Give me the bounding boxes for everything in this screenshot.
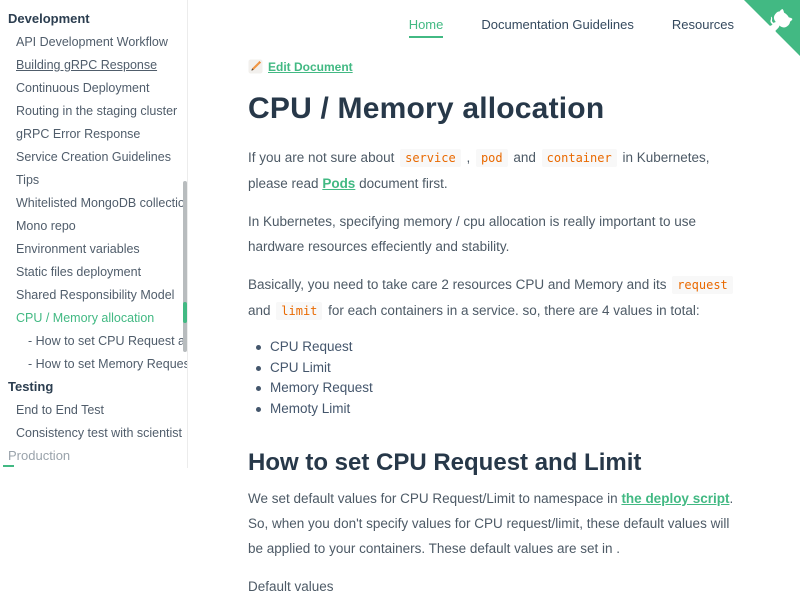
sidebar-item[interactable]: Whitelisted MongoDB collections — [0, 191, 187, 214]
github-corner-link[interactable] — [744, 0, 800, 56]
inline-code: service — [400, 149, 461, 167]
sidebar-item[interactable]: Consistency test with scientist — [0, 421, 187, 444]
inline-code: pod — [476, 149, 508, 167]
pencil-icon — [248, 59, 263, 74]
sidebar-item[interactable]: - How to set CPU Request and Limit — [0, 329, 187, 352]
sidebar-item[interactable]: Routing in the staging cluster — [0, 99, 187, 122]
sidebar-item[interactable]: CPU / Memory allocation — [0, 306, 187, 329]
sidebar-item[interactable]: - How to set Memory Request and Limit — [0, 352, 187, 375]
list-item: Memoty Limit — [256, 399, 740, 420]
page-title: CPU / Memory allocation — [248, 92, 740, 126]
inline-code: container — [542, 149, 617, 167]
sidebar-item[interactable]: Shared Responsibility Model — [0, 283, 187, 306]
edit-document-label: Edit Document — [268, 60, 353, 74]
paragraph-defaults: We set default values for CPU Request/Li… — [248, 486, 740, 561]
sidebar-section-development: Development — [0, 7, 187, 30]
sidebar-item[interactable]: Environment variables — [0, 237, 187, 260]
inline-code: limit — [276, 302, 322, 320]
sidebar-scrollbar-thumb[interactable] — [183, 181, 187, 352]
sidebar-item[interactable]: API Development Workflow — [0, 30, 187, 53]
section-heading-cpu: How to set CPU Request and Limit — [248, 449, 740, 477]
sidebar-item[interactable]: gRPC Error Response — [0, 122, 187, 145]
sidebar-section-testing: Testing — [0, 375, 187, 398]
top-nav: Home Documentation Guidelines Resources — [409, 17, 734, 38]
sidebar-item[interactable]: Tips — [0, 168, 187, 191]
list-item: CPU Request — [256, 337, 740, 358]
production-underline — [3, 465, 14, 467]
inline-code: request — [672, 276, 733, 294]
github-octocat-icon — [744, 0, 800, 56]
inline-link[interactable]: Pods — [322, 176, 355, 191]
sidebar-active-marker — [183, 302, 187, 323]
paragraph-importance: In Kubernetes, specifying memory / cpu a… — [248, 209, 740, 259]
paragraph-intro: If you are not sure about service , pod … — [248, 145, 740, 196]
nav-link-home[interactable]: Home — [409, 17, 444, 38]
sidebar-item[interactable]: Mono repo — [0, 214, 187, 237]
sidebar-section-production: Production — [0, 444, 187, 467]
list-item: CPU Limit — [256, 358, 740, 379]
sidebar-item[interactable]: Static files deployment — [0, 260, 187, 283]
nav-link-documentation-guidelines[interactable]: Documentation Guidelines — [481, 17, 633, 38]
paragraph-default-values-clipped: Default values — [248, 574, 740, 599]
document-body: Edit Document CPU / Memory allocation If… — [188, 0, 774, 599]
main-content: Home Documentation Guidelines Resources Ed… — [188, 0, 800, 468]
sidebar-item[interactable]: Service Creation Guidelines — [0, 145, 187, 168]
paragraph-resources: Basically, you need to take care 2 resou… — [248, 272, 740, 324]
sidebar-item[interactable]: Continuous Deployment — [0, 76, 187, 99]
nav-link-resources[interactable]: Resources — [672, 17, 734, 38]
list-item: Memory Request — [256, 378, 740, 399]
sidebar-item[interactable]: Building gRPC Response — [0, 53, 187, 76]
edit-document-link[interactable]: Edit Document — [248, 59, 353, 74]
inline-link[interactable]: the deploy script — [621, 491, 729, 506]
sidebar-item[interactable]: End to End Test — [0, 398, 187, 421]
